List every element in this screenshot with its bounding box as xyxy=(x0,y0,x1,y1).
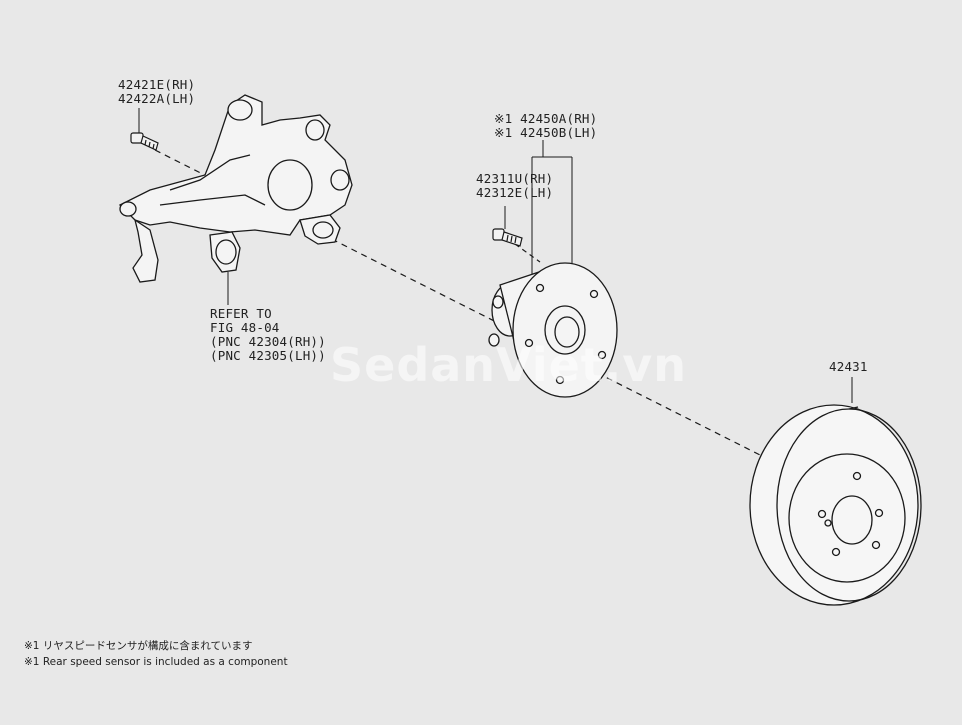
label-hub-assembly-lh: ※1 42450B(LH) xyxy=(494,125,598,140)
label-knuckle-bolt-lh: 42422A(LH) xyxy=(118,91,196,106)
label-refer-fig: FIG 48-04 xyxy=(210,320,280,335)
label-disc: 42431 xyxy=(829,359,868,374)
steering-knuckle xyxy=(118,94,353,283)
leader-hub-assembly xyxy=(531,140,573,300)
hub-bolt xyxy=(492,228,523,247)
knuckle-bolt xyxy=(130,132,159,151)
label-refer-to: REFER TO xyxy=(210,306,272,321)
footnote-english: ※1 Rear speed sensor is included as a co… xyxy=(24,656,288,668)
bolt-axis-line xyxy=(514,243,541,263)
watermark: SedanViet.vn xyxy=(330,338,687,392)
label-knuckle-bolt-rh: 42421E(RH) xyxy=(118,77,196,92)
label-hub-bolt-rh: 42311U(RH) xyxy=(476,171,554,186)
label-hub-assembly-rh: ※1 42450A(RH) xyxy=(494,111,598,126)
label-hub-bolt-lh: 42312E(LH) xyxy=(476,185,554,200)
label-refer-pnc-rh: (PNC 42304(RH)) xyxy=(210,334,326,349)
hub-bearing-assembly xyxy=(488,262,618,398)
footnote-japanese: ※1 リヤスピードセンサが構成に含まれています xyxy=(24,640,253,652)
label-refer-pnc-lh: (PNC 42305(LH)) xyxy=(210,348,326,363)
brake-disc xyxy=(749,404,922,606)
